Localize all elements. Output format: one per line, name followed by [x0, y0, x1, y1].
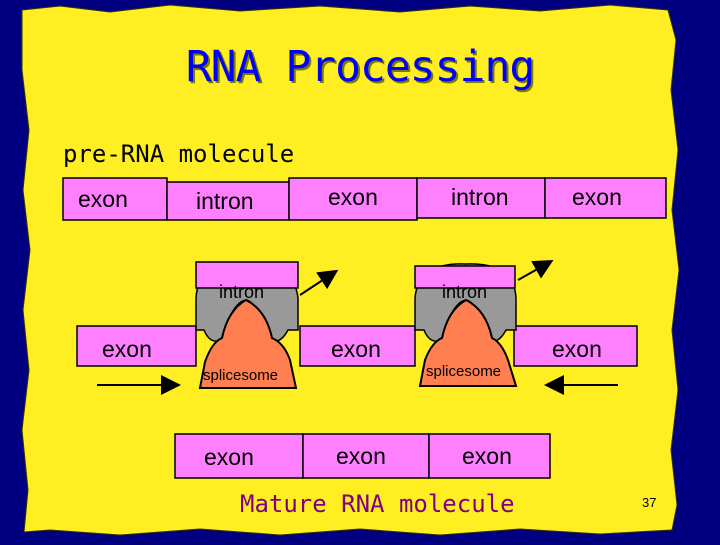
left-intron-loop — [195, 261, 299, 342]
pre-exon-2 — [288, 177, 418, 221]
mature-exon-2-label: exon — [336, 443, 386, 469]
splice-exon-left — [76, 325, 197, 367]
right-intron-loop — [414, 263, 517, 342]
slide-title: RNA Processing — [185, 42, 535, 92]
pre-intron-2 — [416, 177, 546, 219]
page-number: 37 — [642, 495, 657, 510]
right-splicesome — [418, 298, 518, 387]
splice-exon-right — [513, 325, 638, 367]
pre-exon-3-label: exon — [572, 184, 622, 210]
mature-exon-1 — [174, 433, 304, 479]
mature-exon-3-label: exon — [462, 443, 512, 469]
mature-exon-1-label: exon — [204, 444, 254, 470]
arrow-right-top — [517, 260, 554, 281]
splice-exon-left-label: exon — [102, 336, 152, 362]
arrow-left-top — [299, 269, 339, 296]
pre-exon-3 — [544, 177, 667, 219]
splice-exon-middle — [299, 325, 416, 367]
left-intron-label: intron — [219, 282, 265, 302]
splice-exon-right-label: exon — [552, 336, 602, 362]
mature-rna-bar — [174, 433, 551, 479]
left-splicesome-label: splicesome — [203, 367, 279, 384]
splice-exon-middle-label: exon — [331, 336, 381, 362]
right-splicesome-label: splicesome — [426, 363, 502, 380]
mature-rna-label: Mature RNA molecule — [240, 490, 515, 518]
pre-rna-bar — [62, 177, 667, 221]
pre-intron-1-label: intron — [196, 188, 254, 214]
mature-exon-3 — [428, 433, 551, 479]
slide-background — [21, 4, 680, 536]
pre-intron-2-label: intron — [451, 184, 509, 210]
pre-rna-heading: pre-RNA molecule — [63, 140, 295, 168]
right-intron-label: intron — [442, 282, 488, 302]
pre-intron-1 — [166, 181, 290, 221]
left-splicesome — [198, 298, 298, 389]
mature-exon-2 — [302, 433, 430, 479]
pre-exon-2-label: exon — [328, 184, 378, 210]
pre-exon-1-label: exon — [78, 186, 128, 212]
